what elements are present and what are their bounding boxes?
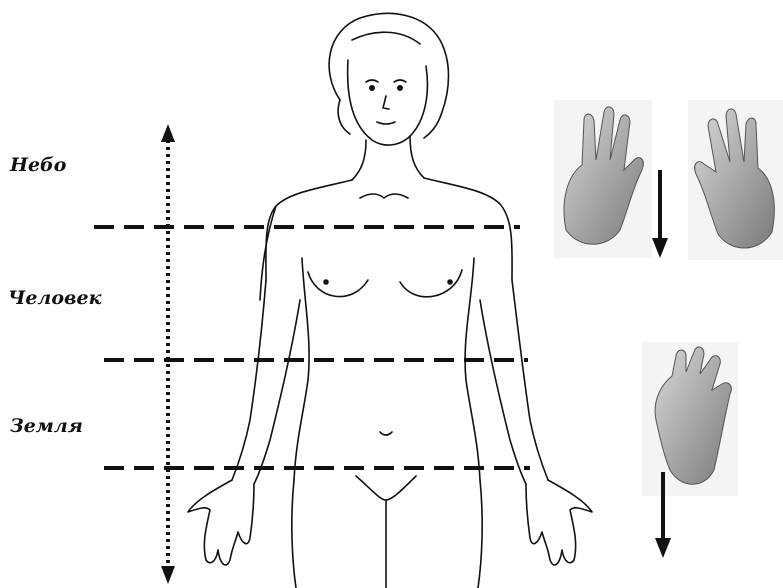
face-outline [348, 60, 428, 145]
vertical-axis-icon [161, 124, 175, 584]
zone-label-earth: Земля [10, 415, 83, 437]
human-figure [188, 13, 592, 588]
axis-arrow-up-icon [161, 124, 175, 142]
left-hand [188, 480, 254, 565]
zone-label-human: Человек [8, 287, 101, 309]
hand-lowered-panel [642, 342, 738, 558]
arrow-down-icon [652, 170, 668, 258]
zone-label-sky: Небо [10, 154, 66, 176]
hands-palms-down-panel [554, 100, 783, 260]
right-hand [526, 480, 592, 565]
left-shoulder [266, 180, 352, 280]
axis-arrow-down-icon [161, 566, 175, 584]
